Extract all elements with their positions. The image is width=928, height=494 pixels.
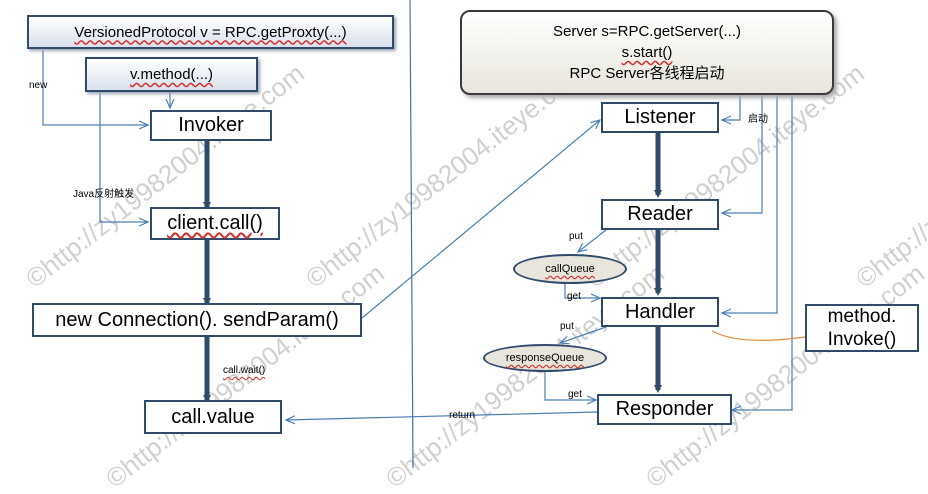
arrow-get-callqueue [564,284,600,298]
client-call-label: client.call() [167,212,263,234]
client-call-box: client.call() [150,207,280,240]
arrow-start-handler [722,95,778,313]
reader-label: Reader [627,203,693,225]
label-new: new [29,80,48,91]
listener-label: Listener [624,106,696,128]
arrow-put-responsequeue [560,326,607,343]
connection-label: new Connection(). sendParam() [55,308,339,331]
method-invoke-box: method. Invoke() [805,304,919,352]
arrow-reflection [99,92,148,222]
label-start: 启动 [748,114,768,125]
method-invoke-line-2: Invoke() [827,329,897,350]
label-call-wait: call.wait() [223,365,266,376]
connection-box: new Connection(). sendParam() [32,303,362,337]
arrow-start-responder [732,95,793,410]
handler-box: Handler [601,297,719,327]
proxy-box-label: VersionedProtocol v = RPC.getProxty(...) [74,23,347,41]
call-value-label: call.value [171,405,255,428]
invoker-box: Invoker [150,110,272,141]
reader-box: Reader [601,199,719,230]
call-value-box: call.value [144,400,282,434]
proxy-box: VersionedProtocol v = RPC.getProxty(...) [27,15,394,49]
server-line-2: s.start() [621,44,673,61]
listener-box: Listener [601,102,719,133]
method-box-label: v.method(...) [129,66,214,83]
divider-line [409,0,414,468]
server-line-3: RPC Server各线程启动 [569,65,725,82]
label-return: return [449,410,476,421]
call-queue: callQueue [513,254,627,284]
label-get-responsequeue: get [568,389,582,400]
method-box: v.method(...) [85,57,258,92]
arrow-put-callqueue [578,229,607,252]
arrow-get-responsequeue [544,372,596,400]
arrow-new [42,50,148,125]
responder-box: Responder [597,394,732,425]
server-line-1: Server s=RPC.getServer(...) [553,23,741,40]
arrow-return [286,411,598,420]
arrow-start-listener [722,95,741,120]
label-put-callqueue: put [569,231,583,242]
arrow-start-reader [722,95,763,213]
responder-label: Responder [615,398,714,420]
arrow-connection-to-listener [361,120,600,319]
label-get-callqueue: get [567,291,581,302]
line-handler-to-invoke [711,330,806,341]
call-queue-label: callQueue [545,263,595,275]
label-reflection: Java反射触发 [73,189,135,200]
response-queue-label: responseQueue [505,352,585,364]
response-queue: responseQueue [483,344,607,372]
method-invoke-line-1: method. [827,306,897,327]
invoker-label: Invoker [178,114,244,136]
server-box: Server s=RPC.getServer(...) s.start() RP… [460,10,834,95]
label-put-responsequeue: put [560,321,574,332]
connector-layer [42,0,806,468]
handler-label: Handler [624,300,696,323]
